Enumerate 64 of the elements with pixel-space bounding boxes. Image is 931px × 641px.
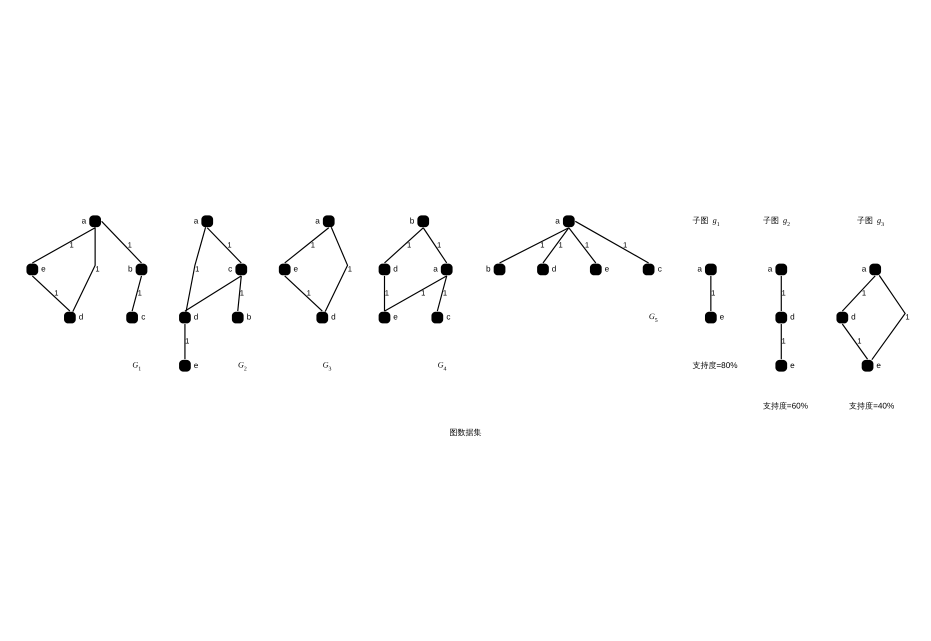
- node-circle: [64, 312, 76, 324]
- connector: [710, 276, 712, 312]
- label: G$_{4}$: [438, 360, 446, 372]
- connector: [499, 227, 570, 264]
- node-circle: [431, 312, 444, 324]
- connector: [568, 227, 596, 264]
- node-circle: [26, 264, 38, 276]
- node-circle: [642, 264, 654, 276]
- connector: [72, 227, 96, 312]
- connector: [780, 276, 782, 312]
- node-circle: [537, 264, 549, 276]
- node-circle: [126, 312, 138, 324]
- connector: [324, 227, 348, 312]
- connector: [101, 220, 142, 264]
- node-circle: [278, 264, 291, 276]
- connector: [384, 276, 386, 312]
- node-circle: [862, 360, 874, 372]
- node-circle: [494, 264, 506, 276]
- connector: [384, 227, 424, 264]
- connector: [780, 324, 782, 360]
- connector: [871, 275, 906, 360]
- node-circle: [704, 264, 717, 276]
- node-circle: [836, 312, 848, 324]
- node-circle: [378, 264, 390, 276]
- connector: [237, 276, 242, 312]
- label: G$_{2}$: [238, 360, 247, 372]
- label: G$_{5}$: [648, 312, 658, 324]
- connector: [284, 227, 330, 264]
- node-circle: [704, 312, 717, 324]
- connector: [206, 227, 242, 264]
- connector: [284, 275, 323, 312]
- node-circle: [235, 264, 248, 276]
- connector: [184, 324, 186, 360]
- connector: [436, 276, 448, 312]
- connector: [542, 227, 570, 264]
- node-circle: [201, 215, 214, 228]
- node-circle: [136, 264, 148, 276]
- node-circle: [775, 360, 788, 372]
- node-circle: [440, 264, 453, 276]
- node-circle: [869, 264, 882, 276]
- node-circle: [562, 215, 575, 228]
- connector: [384, 275, 447, 312]
- connector: [842, 275, 876, 312]
- connector: [184, 275, 242, 312]
- label: G$_{3}$: [322, 360, 332, 372]
- connector: [422, 227, 448, 264]
- node-circle: [417, 215, 430, 228]
- connector: [132, 276, 142, 312]
- connector: [186, 227, 206, 312]
- connector: [32, 275, 70, 312]
- node-circle: [378, 312, 390, 324]
- node-circle: [322, 215, 335, 228]
- node-circle: [590, 264, 602, 276]
- node-circle: [179, 360, 191, 372]
- node-circle: [775, 312, 788, 324]
- node-circle: [775, 264, 788, 276]
- node-circle: [179, 312, 191, 324]
- node-circle: [232, 312, 244, 324]
- connector: [574, 220, 649, 264]
- node-circle: [316, 312, 328, 324]
- label: G$_{1}$: [132, 360, 142, 372]
- node-circle: [89, 215, 101, 228]
- connector: [842, 324, 868, 360]
- connector: [32, 227, 96, 264]
